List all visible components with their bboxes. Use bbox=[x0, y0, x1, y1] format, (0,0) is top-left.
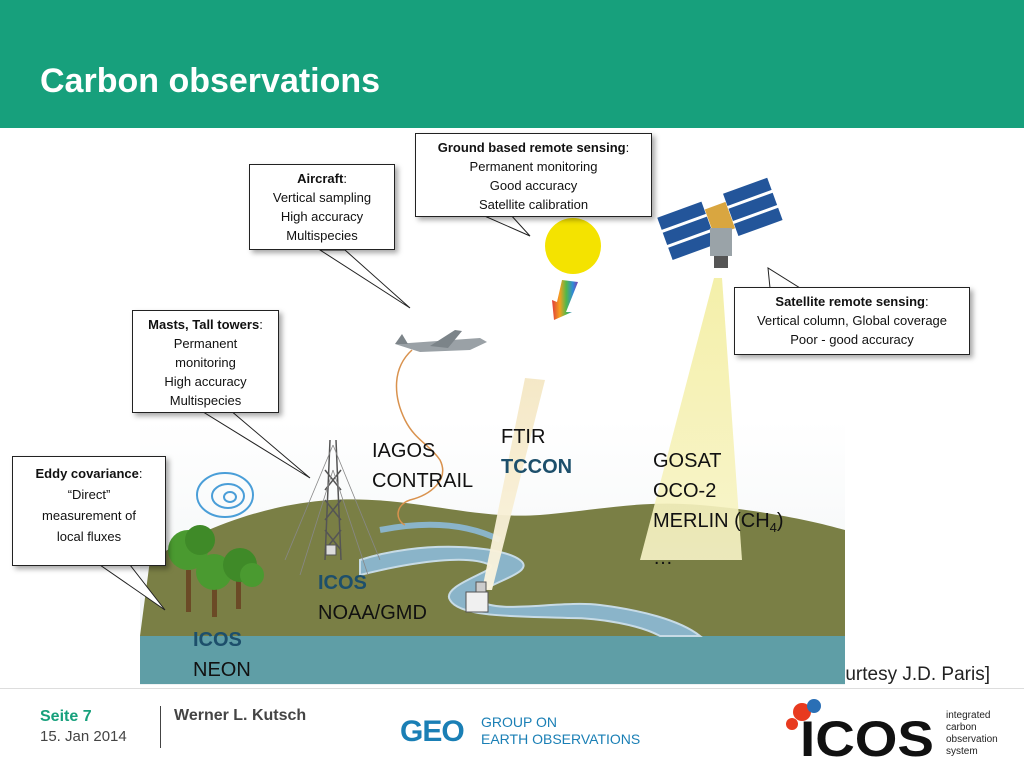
iagos-label-group: IAGOS CONTRAIL bbox=[372, 436, 473, 496]
geo-logo-text: GEO bbox=[400, 715, 464, 747]
icos-line-3: observation bbox=[946, 734, 998, 745]
ground-line: Satellite calibration bbox=[478, 197, 589, 212]
aircraft-heading: Aircraft bbox=[297, 171, 344, 186]
aircraft-callout-pointer bbox=[318, 249, 411, 309]
tower-network-label-group: ICOS NOAA/GMD bbox=[318, 568, 427, 628]
masts-line: High accuracy bbox=[164, 374, 247, 389]
masts-callout: Masts, Tall towers: Permanent monitoring… bbox=[132, 310, 279, 413]
tall-tower bbox=[284, 439, 381, 576]
slide-title: Carbon observations bbox=[40, 62, 381, 100]
masts-line: Permanent bbox=[173, 336, 238, 351]
aircraft-line: High accuracy bbox=[280, 209, 364, 224]
aircraft-trajectory bbox=[395, 349, 444, 526]
geo-text: GROUP ON EARTH OBSERVATIONS bbox=[481, 714, 640, 748]
ground-callout: Ground based remote sensing: Permanent m… bbox=[415, 133, 652, 217]
tccon-label: TCCON bbox=[501, 456, 573, 478]
trees bbox=[168, 525, 264, 617]
airplane-illustration bbox=[395, 330, 487, 352]
ftir-label: FTIR bbox=[501, 426, 546, 448]
satellite-callout-pointer bbox=[767, 267, 802, 289]
sun-ray-arrow bbox=[552, 280, 578, 320]
aircraft-line: Multispecies bbox=[286, 228, 358, 243]
merlin-close: ) bbox=[776, 510, 784, 532]
icos-logo-icon: ICOS bbox=[786, 699, 934, 762]
ground-line: Good accuracy bbox=[489, 178, 578, 193]
contrail-label: CONTRAIL bbox=[372, 470, 474, 492]
aircraft-callout: Aircraft: Vertical sampling High accurac… bbox=[249, 164, 395, 250]
tower-instrument bbox=[325, 544, 337, 556]
satellite-illustration bbox=[655, 176, 784, 268]
merlin-subscript: 4 bbox=[769, 520, 777, 535]
landscape-diagram bbox=[98, 176, 845, 685]
eddy-line: local fluxes bbox=[56, 529, 122, 544]
river-branch bbox=[379, 521, 502, 543]
noaa-label: NOAA/GMD bbox=[318, 602, 427, 624]
ftir-beam bbox=[482, 378, 545, 590]
eddy-swirl bbox=[196, 472, 254, 518]
eddy-network-label-group: ICOS NEON bbox=[193, 625, 251, 685]
masts-heading: Masts, Tall towers bbox=[148, 317, 260, 332]
merlin-text: MERLIN (CH bbox=[653, 510, 770, 532]
ftir-label-group: FTIR TCCON bbox=[501, 422, 572, 482]
icos-tower-label: ICOS bbox=[318, 572, 367, 594]
water-base bbox=[140, 636, 845, 684]
satellite-callout: Satellite remote sensing: Vertical colum… bbox=[734, 287, 970, 355]
page-number: Seite 7 bbox=[40, 708, 92, 725]
merlin-label: MERLIN (CH4) bbox=[653, 506, 784, 543]
aircraft-line: Vertical sampling bbox=[272, 190, 372, 205]
ground-callout-pointer bbox=[479, 213, 531, 237]
masts-line: Multispecies bbox=[169, 393, 242, 408]
footer-separator bbox=[160, 706, 161, 748]
satellite-heading: Satellite remote sensing bbox=[775, 294, 925, 309]
sun bbox=[545, 218, 601, 274]
masts-line: monitoring bbox=[175, 355, 236, 370]
satellite-line: Vertical column, Global coverage bbox=[756, 313, 948, 328]
icos-line-1: integrated bbox=[946, 710, 991, 721]
satellite-beam bbox=[640, 278, 742, 560]
icos-line-4: system bbox=[946, 746, 978, 757]
header-bar bbox=[0, 0, 1024, 128]
eddy-line: “Direct” bbox=[67, 487, 111, 502]
ground-line: Permanent monitoring bbox=[469, 159, 598, 174]
ground-station bbox=[465, 581, 489, 613]
author-name: Werner L. Kutsch bbox=[174, 707, 307, 724]
icos-line-2: carbon bbox=[946, 722, 977, 733]
geo-logo-icon: GEO bbox=[400, 715, 465, 747]
eddy-heading: Eddy covariance bbox=[35, 466, 139, 481]
courtesy-text: courtesy J.D. Paris bbox=[825, 664, 985, 685]
presentation-date: 15. Jan 2014 bbox=[40, 728, 127, 745]
gosat-label: GOSAT bbox=[653, 450, 722, 472]
geo-line-2: EARTH OBSERVATIONS bbox=[481, 731, 641, 747]
icos-text: integrated carbon observation system bbox=[946, 710, 998, 758]
satellite-missions-label-group: GOSAT OCO-2 MERLIN (CH4) … bbox=[653, 446, 784, 573]
more-missions-ellipsis: … bbox=[653, 547, 673, 569]
oco2-label: OCO-2 bbox=[653, 480, 717, 502]
geo-line-1: GROUP ON bbox=[481, 714, 557, 730]
icos-logo-text: ICOS bbox=[800, 711, 934, 762]
footer-divider bbox=[0, 688, 1024, 689]
ground-heading: Ground based remote sensing bbox=[437, 140, 626, 155]
neon-label: NEON bbox=[193, 659, 251, 681]
satellite-line: Poor - good accuracy bbox=[790, 332, 914, 347]
eddy-line: measurement of bbox=[42, 508, 136, 523]
icos-eddy-label: ICOS bbox=[193, 629, 242, 651]
eddy-callout: Eddy covariance: “Direct” measurement of… bbox=[12, 456, 166, 566]
iagos-label: IAGOS bbox=[372, 440, 436, 462]
